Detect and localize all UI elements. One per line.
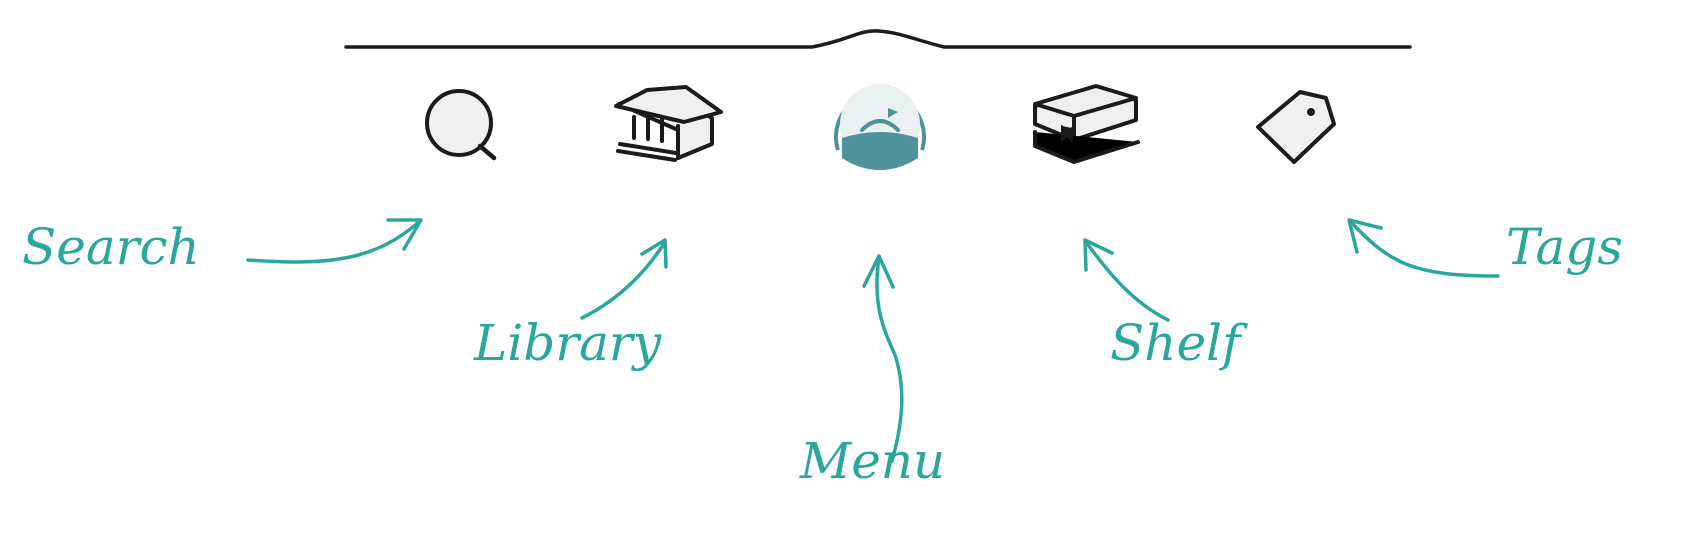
search-label: Search — [22, 218, 200, 276]
menu-reader-icon[interactable] — [834, 84, 926, 170]
search-arrow — [246, 218, 423, 264]
nav-bar-edge — [344, 29, 1412, 49]
library-label: Library — [474, 314, 662, 372]
tag-icon[interactable] — [1256, 90, 1336, 164]
library-arrow — [580, 238, 668, 320]
tags-label: Tags — [1506, 218, 1623, 276]
search-icon[interactable] — [425, 89, 497, 161]
menu-arrow — [862, 254, 904, 463]
shelf-label: Shelf — [1110, 314, 1241, 372]
shelf-arrow — [1083, 238, 1170, 322]
tags-arrow — [1347, 218, 1500, 278]
shelf-books-icon[interactable] — [1033, 84, 1140, 164]
menu-label: Menu — [800, 432, 946, 490]
library-building-icon[interactable] — [614, 85, 723, 162]
